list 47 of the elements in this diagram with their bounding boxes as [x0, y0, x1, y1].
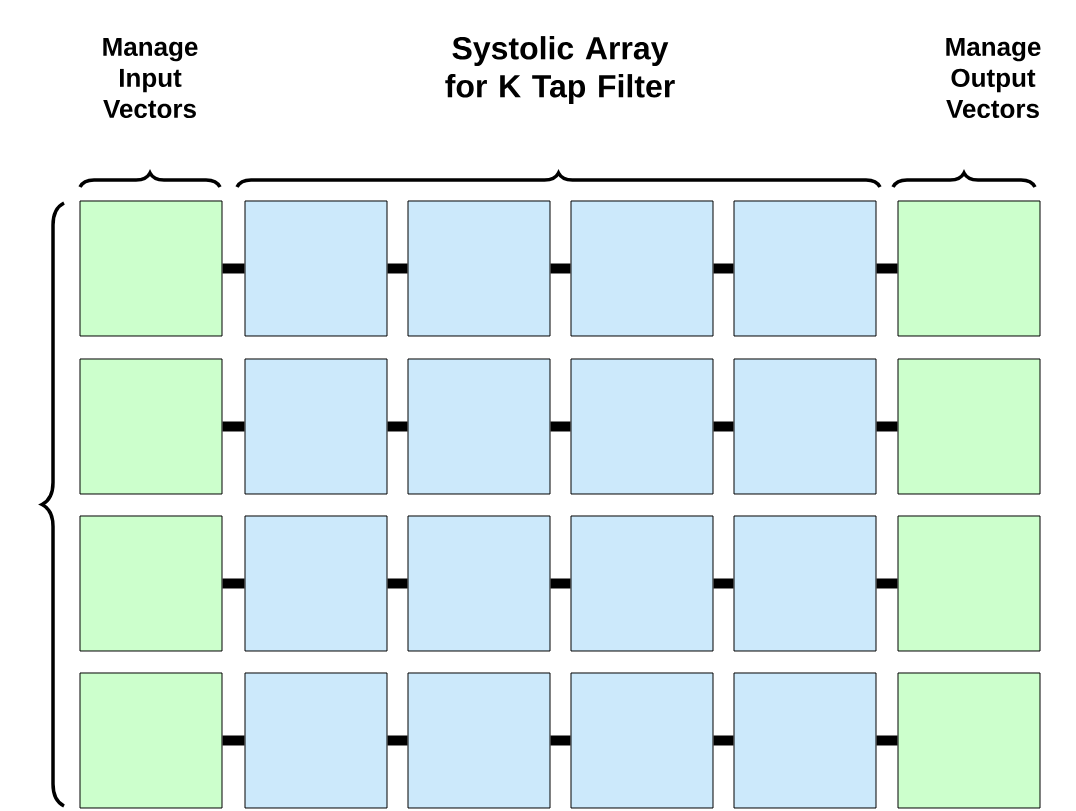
- grid-box: [407, 515, 551, 652]
- grid-box: [570, 672, 714, 809]
- connector-bar: [550, 735, 571, 746]
- grid-box: [897, 358, 1041, 495]
- connector-bar: [713, 735, 734, 746]
- grid-box: [407, 358, 551, 495]
- connector-bar: [222, 421, 245, 432]
- connector-bar: [713, 263, 734, 274]
- connector-bar: [876, 421, 898, 432]
- connector-bar: [387, 735, 408, 746]
- grid-box: [570, 515, 714, 652]
- grid-box: [79, 358, 223, 495]
- grid-box: [244, 672, 388, 809]
- connector-bar: [222, 735, 245, 746]
- grid-box: [79, 200, 223, 337]
- connector-bar: [876, 263, 898, 274]
- connector-bar: [713, 578, 734, 589]
- connector-bar: [550, 421, 571, 432]
- grid-box: [79, 515, 223, 652]
- connector-bar: [222, 263, 245, 274]
- connector-bar: [222, 578, 245, 589]
- heading: Manage Input Vectors: [103, 37, 198, 119]
- grid-box: [897, 672, 1041, 809]
- grid-box: [733, 672, 877, 809]
- grid-box: [733, 200, 877, 337]
- grid-box: [244, 200, 388, 337]
- grid-box: [570, 200, 714, 337]
- grid-box: [79, 672, 223, 809]
- connector-bar: [876, 578, 898, 589]
- heading: Manage Output Vectors: [946, 37, 1041, 119]
- grid-box: [244, 515, 388, 652]
- grid-box: [570, 358, 714, 495]
- connector-bar: [713, 421, 734, 432]
- connector-bar: [387, 578, 408, 589]
- grid-box: [897, 515, 1041, 652]
- grid-box: [897, 200, 1041, 337]
- heading: Systolic Array for K Tap Filter: [445, 36, 675, 104]
- grid-box: [733, 515, 877, 652]
- grid-box: [244, 358, 388, 495]
- grid-box: [733, 358, 877, 495]
- connector-bar: [550, 578, 571, 589]
- connector-bar: [387, 421, 408, 432]
- grid-box: [407, 672, 551, 809]
- connector-bar: [387, 263, 408, 274]
- grid-box: [407, 200, 551, 337]
- connector-bar: [876, 735, 898, 746]
- connector-bar: [550, 263, 571, 274]
